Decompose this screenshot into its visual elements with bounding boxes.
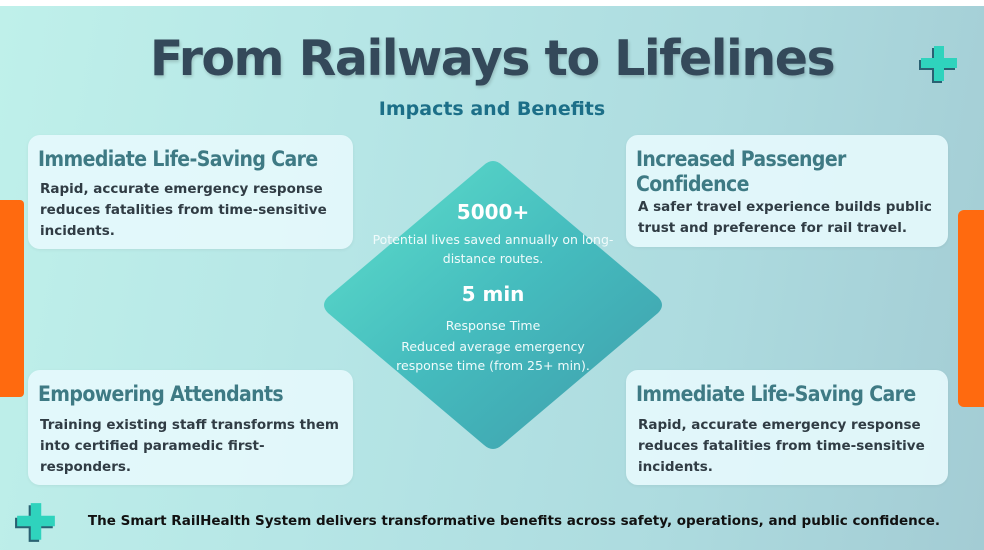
- benefit-card-bottom-right: Immediate Life-Saving Care Rapid, accura…: [626, 370, 948, 485]
- response-time-label: Response Time: [445, 318, 541, 333]
- left-accent-bar: [0, 200, 24, 397]
- response-time-value: 5 min: [461, 282, 525, 306]
- medical-plus-icon: [15, 503, 55, 542]
- benefit-card-top-left: Immediate Life-Saving Care Rapid, accura…: [28, 135, 353, 249]
- card-text: Rapid, accurate emergency response reduc…: [638, 417, 925, 475]
- page-subtitle: Impacts and Benefits: [378, 98, 606, 120]
- card-heading: Increased Passenger Confidence: [636, 147, 846, 196]
- center-diamond: [324, 161, 662, 449]
- response-time-desc: Reduced average emergency response time …: [396, 339, 590, 373]
- card-text: Training existing staff transforms them …: [40, 417, 339, 475]
- footer-summary: The Smart RailHealth System delivers tra…: [87, 513, 941, 529]
- card-text: Rapid, accurate emergency response reduc…: [40, 181, 327, 239]
- infographic-slide: From Railways to Lifelines Impacts and B…: [0, 6, 984, 550]
- lives-saved-value: 5000+: [456, 200, 530, 224]
- medical-plus-icon: [919, 46, 957, 83]
- card-heading: Immediate Life-Saving Care: [636, 382, 916, 406]
- card-heading: Empowering Attendants: [38, 382, 284, 406]
- right-accent-bar: [958, 210, 984, 407]
- benefit-card-bottom-left: Empowering Attendants Training existing …: [28, 370, 353, 485]
- card-text: A safer travel experience builds public …: [638, 199, 932, 236]
- card-heading: Immediate Life-Saving Care: [38, 147, 318, 171]
- page-title: From Railways to Lifelines: [149, 30, 836, 87]
- lives-saved-desc: Potential lives saved annually on long-d…: [372, 232, 614, 266]
- benefit-card-top-right: Increased Passenger Confidence A safer t…: [626, 135, 948, 247]
